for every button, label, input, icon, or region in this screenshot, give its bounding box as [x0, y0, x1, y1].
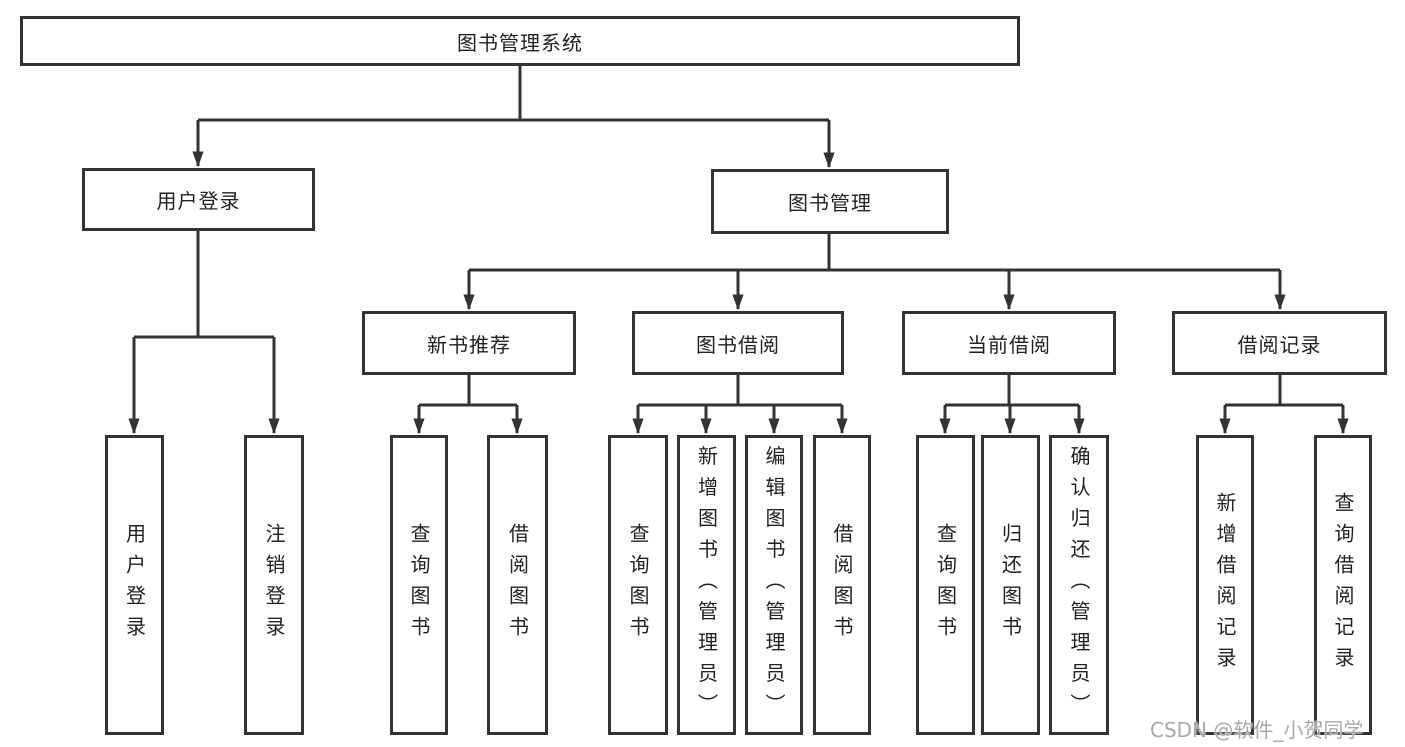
node-user-login-branch: 用户登录 — [82, 168, 315, 231]
leaf-label: 查询图书 — [933, 523, 958, 647]
node-query-books-1: 查询图书 — [390, 435, 448, 735]
csdn-watermark: CSDN @软件_小贺同学 — [1150, 718, 1364, 742]
leaf-label: 借阅图书 — [505, 523, 530, 647]
node-book-borrow: 图书借阅 — [632, 311, 844, 375]
node-borrow-records: 借阅记录 — [1172, 311, 1387, 375]
node-edit-book-admin: 编辑图书（管理员） — [745, 435, 803, 735]
node-library-system-root: 图书管理系统 — [20, 16, 1020, 66]
node-new-book-recommend: 新书推荐 — [362, 311, 576, 375]
node-add-borrow-record: 新增借阅记录 — [1196, 435, 1254, 735]
node-logout-leaf: 注销登录 — [244, 435, 304, 735]
node-return-book: 归还图书 — [981, 435, 1040, 735]
node-current-borrow: 当前借阅 — [902, 311, 1116, 375]
node-user-login-leaf: 用户登录 — [105, 435, 164, 735]
leaf-label: 编辑图书（管理员） — [762, 445, 786, 725]
leaf-label: 借阅图书 — [830, 523, 854, 647]
leaf-label: 查询图书 — [626, 523, 650, 647]
node-borrow-books-1: 借阅图书 — [487, 435, 548, 735]
leaf-label: 查询图书 — [407, 523, 431, 647]
leaf-label: 确认归还（管理员） — [1067, 445, 1091, 725]
node-query-borrow-record: 查询借阅记录 — [1314, 435, 1372, 735]
leaf-label: 新增图书（管理员） — [694, 445, 719, 725]
leaf-label: 新增借阅记录 — [1213, 492, 1237, 678]
node-query-books-3: 查询图书 — [916, 435, 975, 735]
node-add-book-admin: 新增图书（管理员） — [677, 435, 736, 735]
node-confirm-return-admin: 确认归还（管理员） — [1049, 435, 1109, 735]
node-book-management-branch: 图书管理 — [711, 169, 949, 234]
leaf-label: 归还图书 — [998, 523, 1023, 647]
node-query-books-2: 查询图书 — [608, 435, 668, 735]
leaf-label: 注销登录 — [262, 523, 286, 647]
node-borrow-books-2: 借阅图书 — [813, 435, 871, 735]
leaf-label: 查询借阅记录 — [1331, 492, 1355, 678]
leaf-label: 用户登录 — [122, 523, 147, 647]
